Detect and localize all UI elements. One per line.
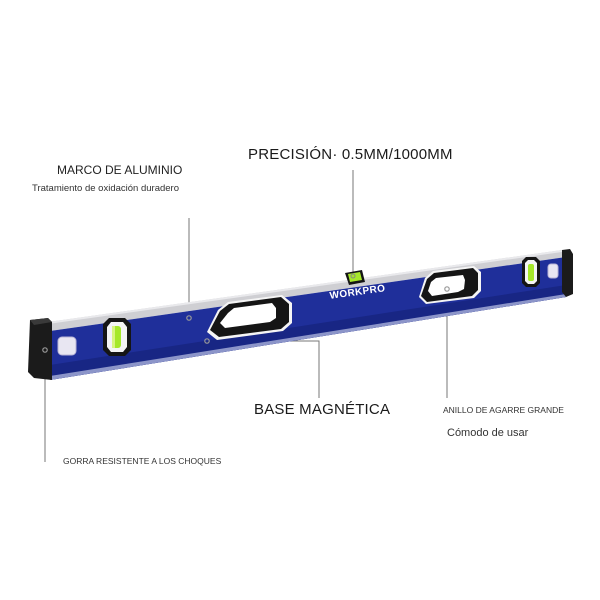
left-vial: [103, 318, 131, 356]
base-label: BASE MAGNÉTICA: [254, 401, 391, 418]
left-end-cap: [28, 318, 52, 380]
cap-dot: [42, 347, 48, 353]
cap-label: GORRA RESISTENTE A LOS CHOQUES: [63, 456, 222, 466]
base-dot: [204, 338, 210, 344]
top-vial: [345, 270, 365, 285]
frame-dot: [186, 315, 192, 321]
right-grip-handle: [419, 266, 481, 304]
left-grip-handle: [207, 295, 292, 340]
grip-sublabel: Cómodo de usar: [447, 427, 529, 439]
right-end-cap: [562, 249, 573, 297]
frame-sublabel: Tratamiento de oxidación duradero: [32, 183, 179, 194]
grip-dot: [444, 286, 450, 292]
left-hang-hole: [57, 336, 77, 356]
frame-label: MARCO DE ALUMINIO: [57, 163, 183, 177]
grip-label: ANILLO DE AGARRE GRANDE: [443, 405, 564, 415]
aluminum-frame-top: [48, 250, 566, 331]
right-hang-hole: [547, 263, 559, 279]
precision-label: PRECISIÓN· 0.5MM/1000MM: [248, 146, 453, 163]
right-vial: [522, 257, 540, 287]
